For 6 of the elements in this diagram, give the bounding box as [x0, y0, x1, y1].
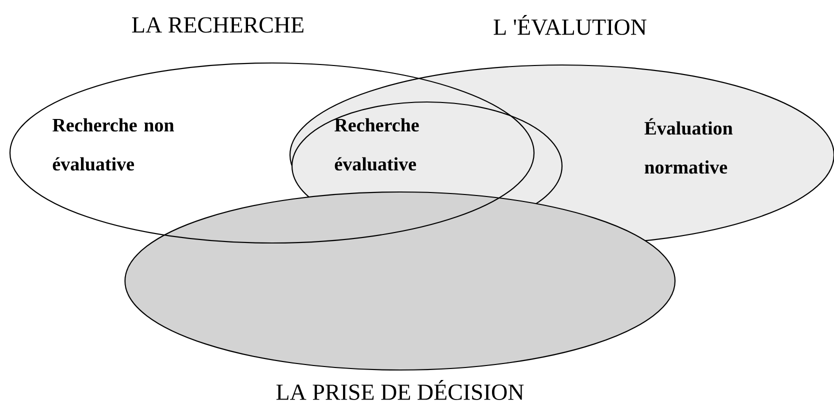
set-heading: L 'ÉVALUTION [494, 14, 646, 36]
region-label: Recherche évaluative [334, 118, 419, 171]
set-heading: LA RECHERCHE [132, 17, 304, 33]
set-heading: LA PRISE DE DÉCISION [276, 380, 524, 400]
region-label: Évaluation normative [644, 118, 733, 174]
region-label: Recherche non évaluative [52, 118, 174, 171]
